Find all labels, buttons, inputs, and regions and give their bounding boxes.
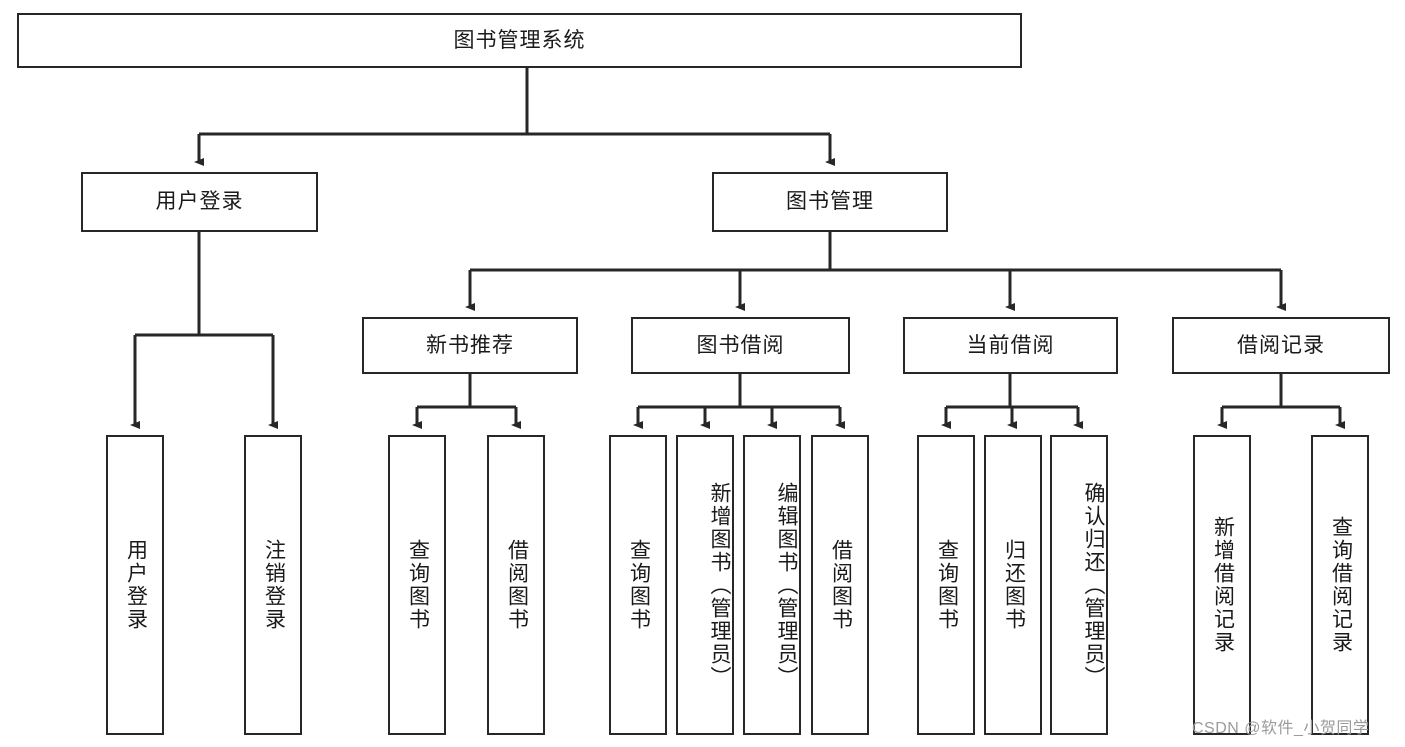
node-label: 用户登录 [155, 190, 244, 214]
edges-group [130, 68, 1345, 429]
leaf-confirm-return-admin[interactable]: 确认归还（管理员） [1050, 435, 1108, 735]
node-borrowing-record[interactable]: 借阅记录 [1172, 317, 1390, 374]
node-label: 图书管理 [786, 190, 874, 214]
node-label: 查询图书 [627, 539, 651, 631]
node-label: 当前借阅 [966, 333, 1055, 357]
node-label: 新书推荐 [426, 333, 514, 357]
node-label: 查询图书 [406, 539, 430, 631]
node-label: 图书管理系统 [453, 28, 586, 52]
leaf-query-books-current[interactable]: 查询图书 [917, 435, 975, 735]
node-label: 图书借阅 [696, 333, 785, 357]
leaf-query-books-new-book[interactable]: 查询图书 [388, 435, 446, 735]
node-label: 查询借阅记录 [1329, 516, 1353, 654]
node-current-borrowing[interactable]: 当前借阅 [903, 317, 1118, 374]
leaf-borrow-books[interactable]: 借阅图书 [811, 435, 869, 735]
node-label: 归还图书 [1002, 539, 1026, 631]
node-root-book-management-system[interactable]: 图书管理系统 [17, 13, 1022, 68]
leaf-add-borrow-record[interactable]: 新增借阅记录 [1193, 435, 1251, 735]
leaf-user-login[interactable]: 用户登录 [106, 435, 164, 735]
node-label: 注销登录 [262, 539, 286, 631]
node-book-management[interactable]: 图书管理 [712, 172, 948, 232]
node-label: 查询图书 [935, 539, 959, 631]
node-label: 借阅图书 [829, 539, 853, 631]
leaf-query-borrow-record[interactable]: 查询借阅记录 [1311, 435, 1369, 735]
node-label: 用户登录 [124, 539, 148, 631]
node-label: 借阅图书 [505, 539, 529, 631]
leaf-add-book-admin[interactable]: 新增图书（管理员） [676, 435, 734, 735]
node-label: 新增借阅记录 [1211, 516, 1235, 654]
node-book-borrowing[interactable]: 图书借阅 [631, 317, 850, 374]
leaf-logout-login[interactable]: 注销登录 [244, 435, 302, 735]
leaf-return-books[interactable]: 归还图书 [984, 435, 1042, 735]
node-label: 借阅记录 [1237, 333, 1325, 357]
leaf-query-books-borrow[interactable]: 查询图书 [609, 435, 667, 735]
leaf-edit-book-admin[interactable]: 编辑图书（管理员） [743, 435, 801, 735]
node-label: 编辑图书（管理员） [775, 481, 798, 689]
node-label: 新增图书（管理员） [708, 481, 731, 689]
leaf-borrow-books-new-book[interactable]: 借阅图书 [487, 435, 545, 735]
node-user-login[interactable]: 用户登录 [81, 172, 318, 232]
node-label: 确认归还（管理员） [1082, 481, 1105, 689]
node-new-book-recommendation[interactable]: 新书推荐 [362, 317, 578, 374]
